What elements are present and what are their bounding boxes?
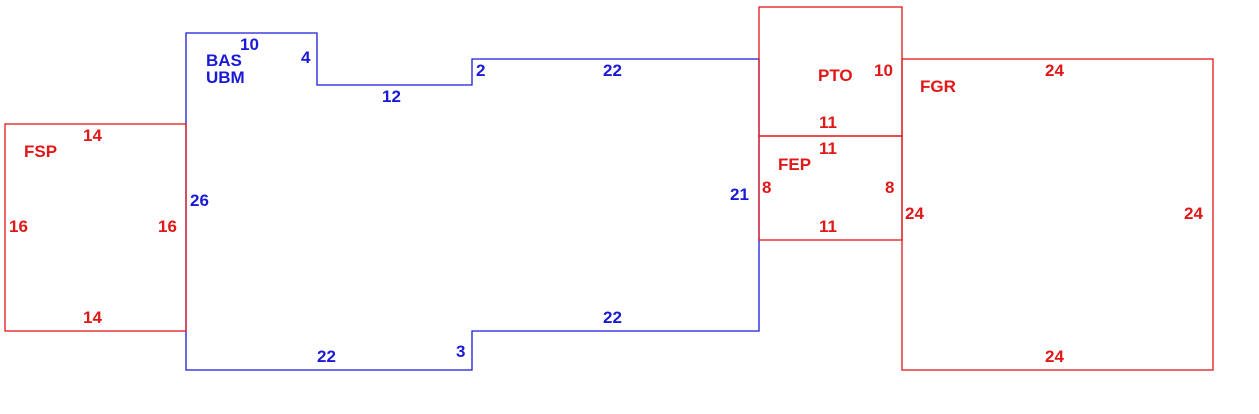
- fsp-dim-right: 16: [158, 217, 177, 236]
- bas-outline[interactable]: [185, 32, 760, 371]
- pto-dim-bottom: 11: [819, 113, 837, 132]
- fsp-dim-bottom: 14: [83, 308, 102, 327]
- bas-dim-step: 2: [476, 61, 485, 80]
- pto-dim-right: 10: [874, 61, 893, 80]
- fsp-dim-left: 16: [9, 217, 28, 236]
- bas-dim-bottom-right: 22: [603, 308, 622, 327]
- fgr-dim-right: 24: [1184, 204, 1203, 223]
- bas-dim-bottom-step: 3: [456, 342, 465, 361]
- fgr-dim-left: 24: [905, 204, 924, 223]
- bas-dim-notch-side: 4: [301, 48, 311, 67]
- bas-dim-notch-bottom: 12: [382, 87, 401, 106]
- fep-code-label: FEP: [778, 155, 811, 174]
- ubm-code-label: UBM: [206, 68, 245, 87]
- bas-dim-top-left: 10: [240, 35, 259, 54]
- fgr-dim-bottom: 24: [1045, 347, 1064, 366]
- fgr-code-label: FGR: [920, 77, 956, 96]
- bas-dim-right: 21: [730, 185, 749, 204]
- bas-dim-top-right: 22: [603, 61, 622, 80]
- bas-dim-left: 26: [190, 191, 209, 210]
- fep-dim-bottom: 11: [819, 217, 837, 236]
- fep-dim-right: 8: [885, 178, 894, 197]
- fsp-code-label: FSP: [24, 142, 57, 161]
- bas-code-label: BAS: [206, 51, 242, 70]
- pto-code-label: PTO: [818, 66, 853, 85]
- fsp-outline[interactable]: [4, 123, 187, 332]
- bas-dim-bottom-left: 22: [317, 347, 336, 366]
- fep-dim-left: 8: [762, 178, 771, 197]
- fgr-dim-top: 24: [1045, 61, 1064, 80]
- fep-dim-top: 11: [819, 139, 837, 158]
- fgr-outline[interactable]: [901, 58, 1214, 371]
- fsp-dim-top: 14: [83, 126, 102, 145]
